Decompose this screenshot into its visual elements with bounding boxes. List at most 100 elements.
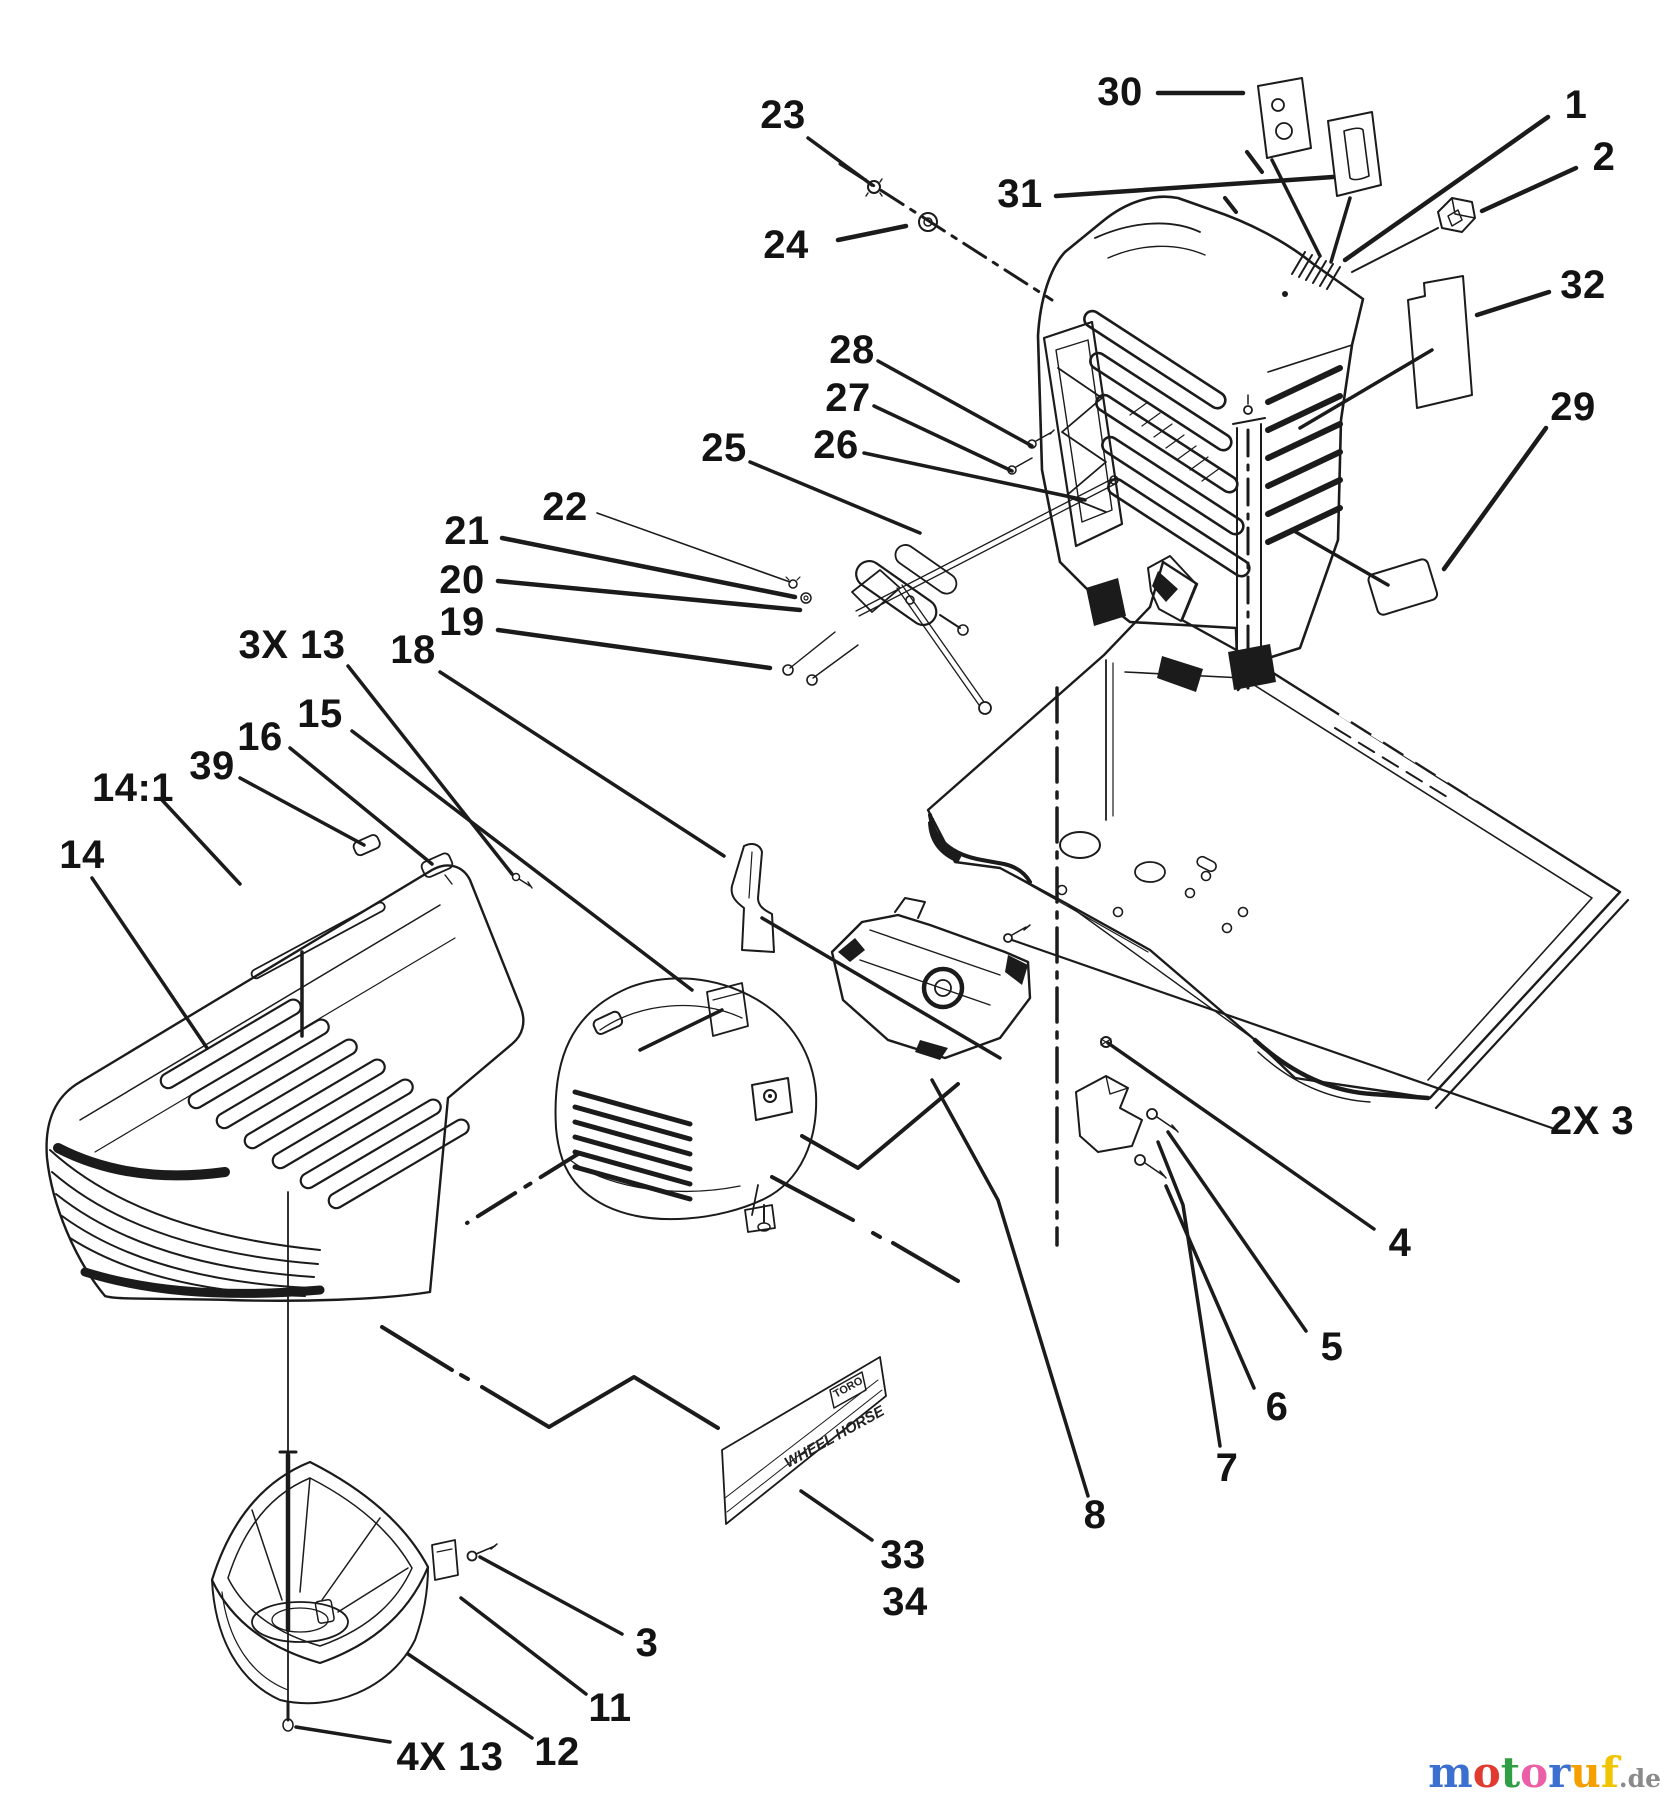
callout-3X-13: 3X 13 [238, 623, 346, 667]
leader-line-7 [1156, 1140, 1222, 1448]
hood-clips [352, 834, 533, 889]
leader-line-12 [406, 1652, 534, 1740]
callout-39: 39 [189, 744, 235, 788]
side-louvers [1265, 365, 1343, 545]
leader-line-25 [748, 460, 922, 535]
hood-latch-clip-2 [1351, 197, 1476, 273]
callout-12: 12 [534, 1730, 580, 1774]
leader-line-21 [499, 535, 798, 600]
watermark-tld: .de [1618, 1764, 1661, 1793]
callout-19: 19 [439, 600, 485, 644]
support-bracket [1075, 1036, 1179, 1179]
callout-27: 27 [825, 376, 871, 420]
callout-2: 2 [1592, 135, 1616, 179]
bucket-latch [431, 1539, 498, 1581]
construction-lines [380, 428, 1250, 1430]
decal-model-text: WHEEL HORSE [782, 1402, 889, 1471]
watermark-letter: t [1500, 1748, 1521, 1797]
leader-line-2 [1479, 165, 1579, 214]
bucket-screw [278, 1191, 298, 1732]
leader-line-29 [1441, 425, 1549, 572]
leader-line-6 [1164, 1184, 1256, 1390]
decal-29 [1292, 529, 1439, 616]
callout-33: 33 [880, 1533, 926, 1577]
pod-top-clip [592, 1010, 624, 1035]
callout-leader-lines [90, 90, 1579, 1744]
leader-line-18 [438, 670, 726, 858]
leader-line-28 [876, 359, 1034, 448]
callout-4X-13: 4X 13 [396, 1735, 504, 1779]
hood-trim-strip [250, 901, 386, 980]
callout-8: 8 [1083, 1493, 1107, 1537]
callout-18: 18 [390, 628, 436, 672]
callout-32: 32 [1560, 263, 1606, 307]
leader-line-14-1 [160, 798, 242, 886]
pod-decal-plate [638, 982, 749, 1052]
top-decals [1223, 77, 1476, 616]
callout-14-1: 14:1 [91, 766, 175, 810]
decal-31 [1327, 111, 1382, 197]
callout-6: 6 [1265, 1385, 1289, 1429]
leader-line-32 [1474, 289, 1552, 318]
leader-line-5 [1166, 1130, 1308, 1333]
leader-line-31 [1053, 174, 1336, 199]
decal-brand-text: TORO [832, 1375, 866, 1401]
watermark-letter: r [1548, 1748, 1571, 1797]
fender-deck [926, 555, 1630, 1110]
callout-3: 3 [635, 1621, 659, 1665]
callout-20: 20 [439, 558, 485, 602]
callout-30: 30 [1097, 70, 1143, 114]
lower-dash-pod [554, 977, 818, 1233]
leader-line-24 [835, 223, 909, 243]
callout-14: 14 [59, 833, 105, 877]
leader-line-19 [495, 627, 773, 671]
callout-21: 21 [444, 509, 490, 553]
leader-line-3 [478, 1555, 624, 1636]
watermark-letter: o [1520, 1748, 1549, 1797]
callout-16: 16 [237, 715, 283, 759]
leader-line-33 [799, 1489, 874, 1542]
shield-bracket-18 [730, 843, 1002, 1060]
watermark-letter: m [1428, 1748, 1473, 1797]
pod-side-bracket [744, 1077, 793, 1233]
leader-line-2X-3 [1010, 938, 1554, 1130]
callout-29: 29 [1550, 385, 1596, 429]
leader-line-22 [596, 512, 791, 583]
callout-5: 5 [1320, 1325, 1344, 1369]
leader-line-16 [288, 746, 434, 866]
callout-4: 4 [1388, 1221, 1412, 1265]
leader-line-4X-13 [294, 1725, 392, 1744]
watermark-word: motoruf [1428, 1748, 1619, 1797]
grille-bucket [210, 1191, 498, 1732]
leader-line-26 [862, 451, 1087, 502]
deck-screw-2x3 [1003, 924, 1031, 943]
side-decal: TORO WHEEL HORSE [721, 1356, 889, 1525]
callout-15: 15 [297, 692, 343, 736]
air-chute [1042, 320, 1124, 548]
callout-34: 34 [882, 1580, 928, 1624]
leader-line-11 [459, 1596, 588, 1696]
engine-cover-bracket [830, 897, 1032, 1060]
leader-line-1 [1342, 114, 1551, 263]
hood-louvers [159, 998, 470, 1210]
decal-30 [1257, 77, 1312, 159]
latch-rod-assembly [782, 429, 1119, 715]
hood-front-grille [49, 1143, 325, 1298]
dash-tower [1036, 195, 1365, 692]
front-louvers [1083, 309, 1251, 578]
cowl-rib-vent [1282, 251, 1341, 297]
leader-line-3X-13 [346, 664, 514, 876]
leader-line-20 [495, 578, 803, 613]
callout-7: 7 [1215, 1446, 1239, 1490]
callout-28: 28 [829, 328, 875, 372]
callout-23: 23 [760, 93, 806, 137]
callout-24: 24 [763, 223, 809, 267]
watermark-letter: u [1570, 1748, 1601, 1797]
callout-25: 25 [701, 426, 747, 470]
leader-line-4 [1106, 1041, 1376, 1231]
callout-1: 1 [1564, 83, 1588, 127]
watermark-letter: o [1472, 1748, 1501, 1797]
decal-32 [1298, 275, 1473, 430]
